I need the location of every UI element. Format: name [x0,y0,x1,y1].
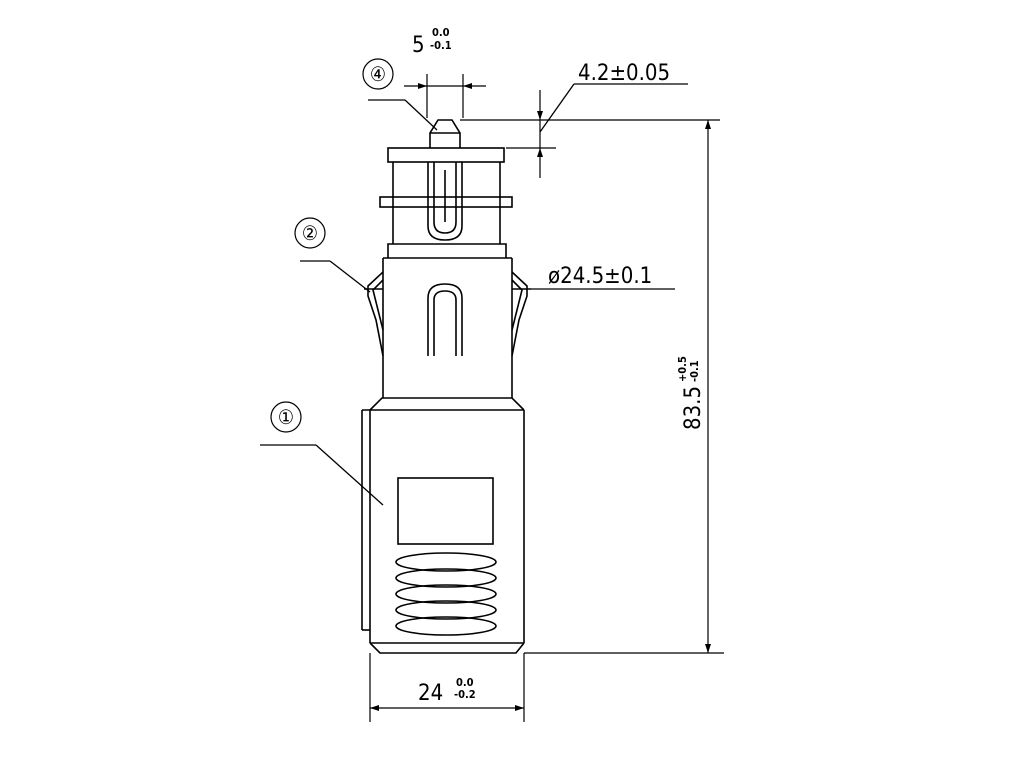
balloon-4-label: ④ [370,62,386,86]
balloon-4: ④ [362,58,438,131]
dimension-diameter: ø24.5±0.1 [531,264,675,290]
top-width-upper-tol: 0.0 [432,26,450,39]
top-width-nominal: 5 [412,33,425,58]
bottom-width-lower-tol: -0.2 [454,688,476,701]
dimension-tip-height: 4.2±0.05 [460,61,720,178]
total-length-nominal: 83.5 [681,386,706,430]
balloon-1-label: ① [278,405,294,429]
middle-section [364,243,531,398]
dimension-bottom-width: 24 0.0 -0.2 [369,653,525,722]
total-length-lower-tol: -0.1 [688,360,701,382]
dimension-top-width: 5 0.0 -0.1 [404,26,486,118]
dimension-total-length: 83.5 +0.5 -0.1 [524,120,724,654]
bottom-width-upper-tol: 0.0 [456,676,474,689]
top-width-lower-tol: -0.1 [430,39,452,52]
window-rect [397,477,494,545]
balloon-2: ② [294,217,371,293]
total-length-upper-tol: +0.5 [676,356,689,382]
tip-part [429,119,461,148]
balloon-2-label: ② [302,221,318,245]
thread-rings [395,552,497,636]
balloon-1: ① [260,401,384,506]
upper-cap [379,147,513,244]
diameter-label: ø24.5±0.1 [548,264,652,289]
bottom-width-nominal: 24 [418,681,443,706]
tip-height-label: 4.2±0.05 [578,61,670,86]
body-part [361,397,525,654]
